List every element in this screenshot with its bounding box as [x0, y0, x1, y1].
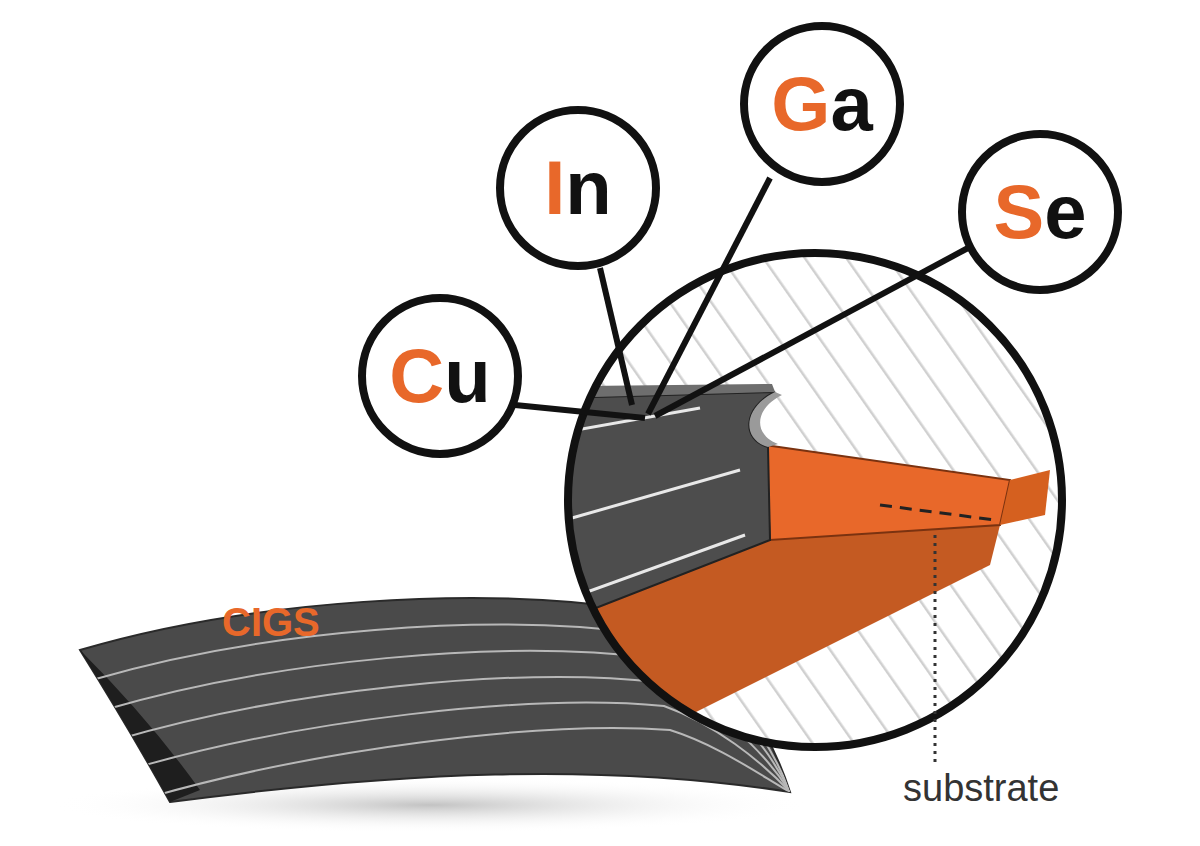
element-circle: Se — [958, 130, 1122, 294]
sheet-stripe — [140, 728, 790, 800]
circle-shape — [744, 26, 900, 182]
cigs-layer-front — [560, 392, 775, 622]
element-circle: Cu — [358, 294, 522, 458]
leader-line — [515, 405, 645, 418]
element-symbol: Cu — [389, 338, 490, 414]
element-symbol: Ga — [771, 66, 872, 142]
leader-line — [648, 178, 770, 414]
layer-stripe — [565, 535, 745, 600]
leader-line — [655, 248, 968, 416]
element-circle: In — [496, 106, 660, 270]
element-symbol: In — [544, 150, 612, 226]
circle-shape — [962, 134, 1118, 290]
cigs-layer-cut — [749, 392, 782, 447]
substrate-dash — [880, 505, 995, 520]
leader-line — [600, 268, 632, 405]
circle-shape — [362, 298, 518, 454]
material-label: CIGS — [222, 600, 320, 644]
sheet-edge — [80, 650, 200, 802]
element-circle: Ga — [740, 22, 904, 186]
layer-stack — [560, 384, 1050, 780]
circle-shape — [500, 110, 656, 266]
element-symbol: Se — [994, 174, 1087, 250]
part-label: substrate — [903, 768, 1059, 810]
substrate-pointer — [934, 535, 937, 762]
layer-stripe — [565, 470, 740, 520]
substrate-top — [765, 445, 1010, 540]
substrate-side — [1000, 470, 1050, 525]
